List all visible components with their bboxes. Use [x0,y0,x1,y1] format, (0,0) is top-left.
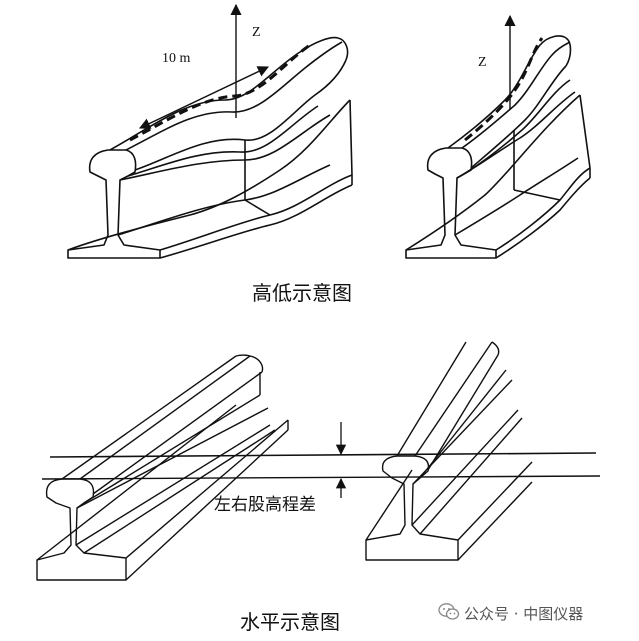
bottom-caption: 水平示意图 [240,610,340,634]
reference-line-lower [41,475,601,480]
length-label: 10 m [162,51,191,66]
z-label-left: Z [252,25,261,40]
top-caption: 高低示意图 [252,281,352,305]
top-right-rail [405,35,591,259]
top-left-rail [67,36,353,259]
diff-label: 左右股高程差 [214,495,316,514]
chord-dashed-line-right [464,37,544,142]
chord-dashed-line [129,43,311,142]
z-label-right: Z [478,55,487,70]
length-arrow [138,66,270,129]
bottom-left-rail [36,354,289,581]
bottom-right-rail [365,341,533,561]
wechat-icon [438,603,460,620]
reference-line-upper [49,452,597,458]
watermark-text: 公众号 · 中图仪器 [464,605,584,623]
